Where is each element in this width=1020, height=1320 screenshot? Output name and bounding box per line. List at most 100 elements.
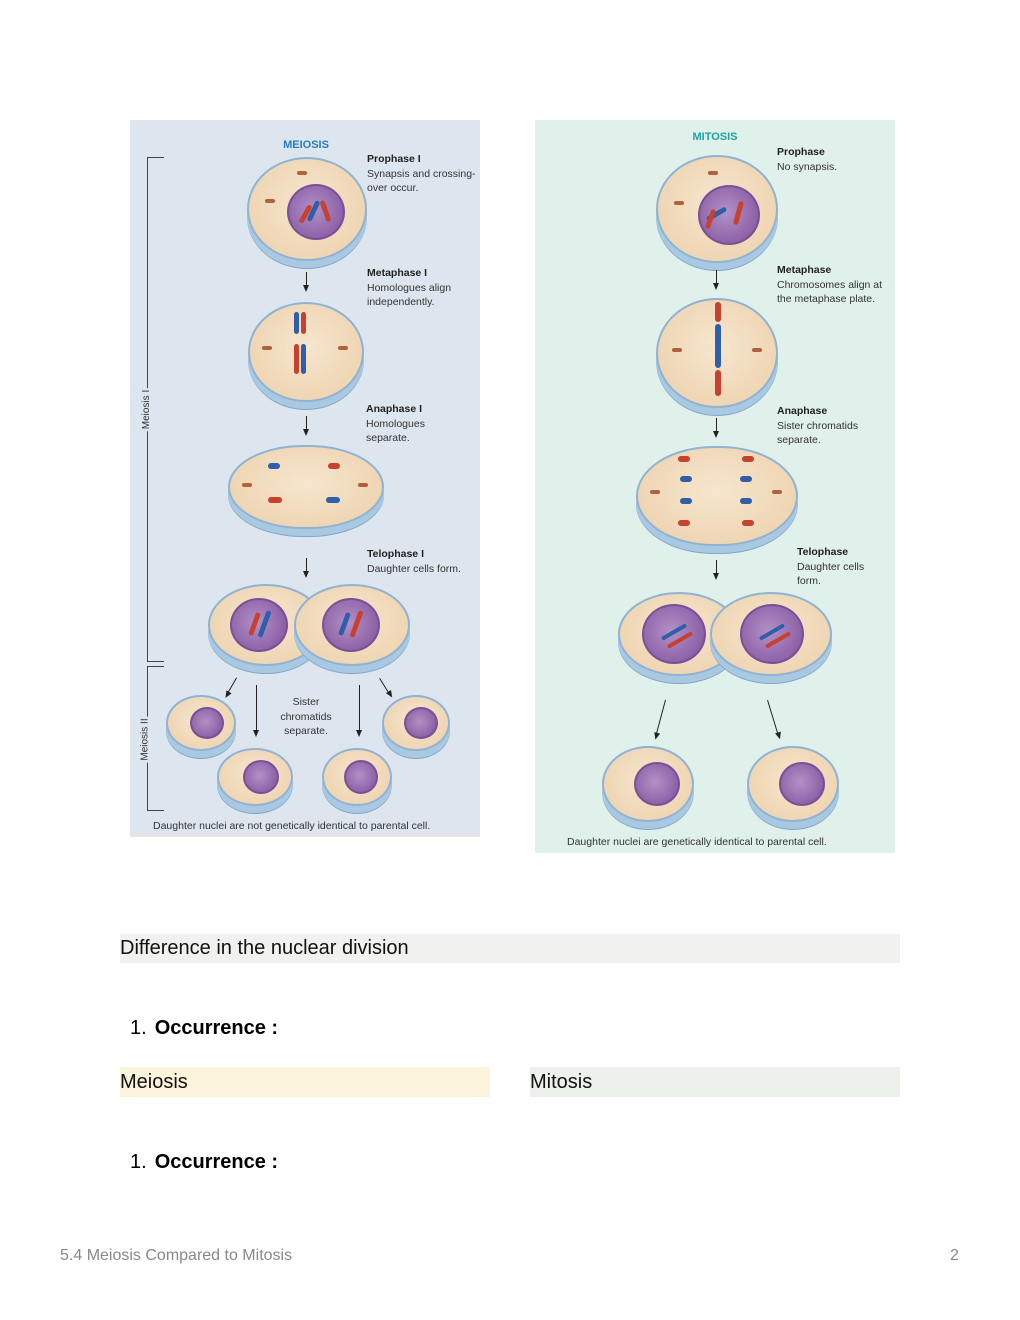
chromosome (338, 611, 351, 637)
down-arrow (356, 685, 362, 737)
chromosome (678, 520, 690, 526)
chromosome (740, 498, 752, 504)
nucleus (190, 707, 224, 739)
list-item-occurrence: 1. Occurrence : (130, 1017, 278, 1040)
bracket-tick (147, 157, 164, 158)
section-heading: Difference in the nuclear division (120, 934, 900, 963)
down-arrow (713, 270, 719, 290)
anaphase-i-cell (228, 445, 384, 529)
gamete-cell (166, 695, 236, 751)
nucleus (322, 598, 380, 652)
page-number: 2 (950, 1247, 959, 1264)
chromosome (715, 302, 721, 322)
nucleus (634, 762, 680, 806)
bracket-tick (147, 666, 164, 667)
centrosome (674, 201, 684, 205)
down-arrow (303, 558, 309, 578)
footer-title: 5.4 Meiosis Compared to Mitosis (60, 1247, 293, 1264)
down-arrow (253, 685, 259, 737)
gamete-cell (322, 748, 392, 806)
centrosome (265, 199, 275, 203)
list-item-occurrence: 1. Occurrence : (130, 1151, 278, 1174)
daughter-half (710, 592, 832, 676)
nucleus (698, 185, 760, 245)
nucleus (344, 760, 378, 794)
meiosis-ii-note: Sister chromatids separate. (280, 696, 332, 737)
nucleus (740, 604, 804, 664)
chromosome (742, 520, 754, 526)
down-arrow (303, 416, 309, 436)
nucleus (230, 598, 288, 652)
nucleus (404, 707, 438, 739)
chromosome (319, 199, 332, 223)
chromosome (294, 312, 299, 334)
chromosome (740, 476, 752, 482)
chromosome (678, 456, 690, 462)
chromosome (349, 609, 364, 639)
meiosis-title: MEIOSIS (283, 139, 329, 151)
list-label: Occurrence : (154, 1017, 279, 1039)
list-label: Occurrence : (154, 1151, 279, 1173)
meiosis-footer: Daughter nuclei are not genetically iden… (153, 820, 431, 832)
metaphase-i-cell (248, 302, 364, 402)
centrosome (708, 171, 718, 175)
metaphase-cell (656, 298, 778, 408)
chromosome (268, 497, 282, 503)
chromosome (301, 344, 306, 374)
prophase-cell (656, 155, 778, 263)
gamete-cell (217, 748, 293, 806)
chromosome (680, 476, 692, 482)
arrow (767, 700, 780, 737)
arrow (655, 699, 666, 737)
daughter-cell (602, 746, 694, 822)
arrow (226, 677, 237, 696)
nucleus (779, 762, 825, 806)
centrosome (262, 346, 272, 350)
centrosome (242, 483, 252, 487)
chromosome (294, 344, 299, 374)
arrow (379, 678, 391, 696)
chromosome (326, 497, 340, 503)
chromosome (680, 498, 692, 504)
down-arrow (713, 418, 719, 438)
centrosome (752, 348, 762, 352)
mitosis-column-header: Mitosis (530, 1067, 900, 1097)
down-arrow (713, 560, 719, 580)
anaphase-cell (636, 446, 798, 546)
daughter-cell (747, 746, 839, 822)
centrosome (358, 483, 368, 487)
chromosome (268, 463, 280, 469)
centrosome (297, 171, 307, 175)
gamete-cell (382, 695, 450, 751)
list-number: 1. (130, 1151, 147, 1173)
daughter-half (294, 584, 410, 666)
meiosis-ii-label: Meiosis II (139, 716, 151, 763)
nucleus (287, 184, 345, 240)
nucleus (642, 604, 706, 664)
nucleus (243, 760, 279, 794)
meiosis-i-label: Meiosis I (141, 387, 153, 432)
chromosome (715, 324, 721, 368)
mitosis-title: MITOSIS (692, 131, 738, 143)
chromosome (742, 456, 754, 462)
chromosome (715, 370, 721, 396)
down-arrow (303, 272, 309, 292)
list-number: 1. (130, 1017, 147, 1039)
bracket-tick (147, 810, 164, 811)
chromosome (328, 463, 340, 469)
bracket-tick (147, 661, 164, 662)
centrosome (338, 346, 348, 350)
chromosome (301, 312, 306, 334)
centrosome (650, 490, 660, 494)
mitosis-footer: Daughter nuclei are genetically identica… (567, 836, 827, 848)
meiosis-column-header: Meiosis (120, 1067, 490, 1097)
